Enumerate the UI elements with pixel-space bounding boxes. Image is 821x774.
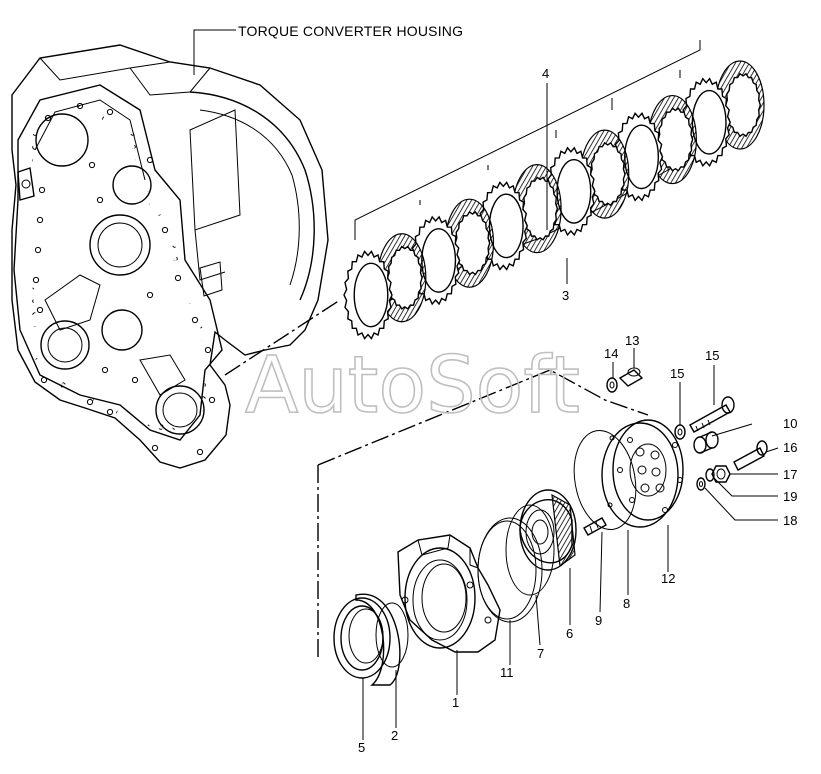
label-part-17: 17: [783, 467, 797, 482]
label-part-6: 6: [566, 626, 573, 641]
label-part-10: 10: [783, 416, 797, 431]
part-2-retainer: [355, 593, 409, 686]
label-part-9: 9: [595, 613, 602, 628]
part-17-nut: [711, 465, 731, 483]
label-part-5: 5: [358, 740, 365, 755]
steel-plate: [343, 250, 393, 340]
part-9-pin: [583, 517, 607, 536]
part-14-long-bolt: [689, 396, 735, 433]
label-part-15-top: 14: [604, 346, 618, 361]
label-part-7: 7: [537, 646, 544, 661]
part-labels: 4 3 13 14 15 15 10 16 17 19 18 12 8 9 6 …: [358, 66, 797, 755]
part-15-washer-top: [606, 377, 618, 393]
label-part-19: 19: [783, 489, 797, 504]
label-part-12: 12: [661, 571, 675, 586]
label-part-1: 1: [452, 695, 459, 710]
label-part-2: 2: [391, 728, 398, 743]
label-part-16: 16: [783, 440, 797, 455]
axis-centerline-lower: [317, 369, 649, 466]
part-16-bolt: [733, 440, 768, 471]
part-1-carrier-housing: [397, 534, 501, 653]
part-7-o-ring: [505, 504, 555, 596]
part-19-washer: [705, 468, 715, 482]
part-13-bolt: [618, 367, 644, 387]
title-leader-line: [193, 29, 236, 75]
part-10-sleeve: [693, 431, 719, 454]
label-part-13: 13: [625, 333, 639, 348]
leader-lines: [362, 83, 779, 740]
bracket-part-3: [354, 40, 701, 232]
part-18-washer: [696, 477, 706, 491]
label-part-15-right: 15: [670, 366, 684, 381]
label-part-8: 8: [623, 596, 630, 611]
torque-converter-housing: [11, 44, 329, 469]
label-part-18: 18: [783, 513, 797, 528]
part-8-o-ring: [573, 429, 637, 531]
label-part-4: 4: [542, 66, 549, 81]
label-part-11: 11: [500, 665, 514, 680]
watermark: AutoSoft: [245, 341, 580, 431]
axis-centerline-upper: [224, 299, 341, 376]
label-part-3: 3: [562, 288, 569, 303]
part-12-cover: [601, 419, 684, 528]
part-6-piston: [519, 489, 577, 571]
clutch-disc-pack: [343, 40, 765, 340]
part-15-washer-right: [674, 424, 686, 440]
label-part-14: 15: [705, 348, 719, 363]
torque-converter-housing-label: TORQUE CONVERTER HOUSING: [238, 23, 463, 39]
